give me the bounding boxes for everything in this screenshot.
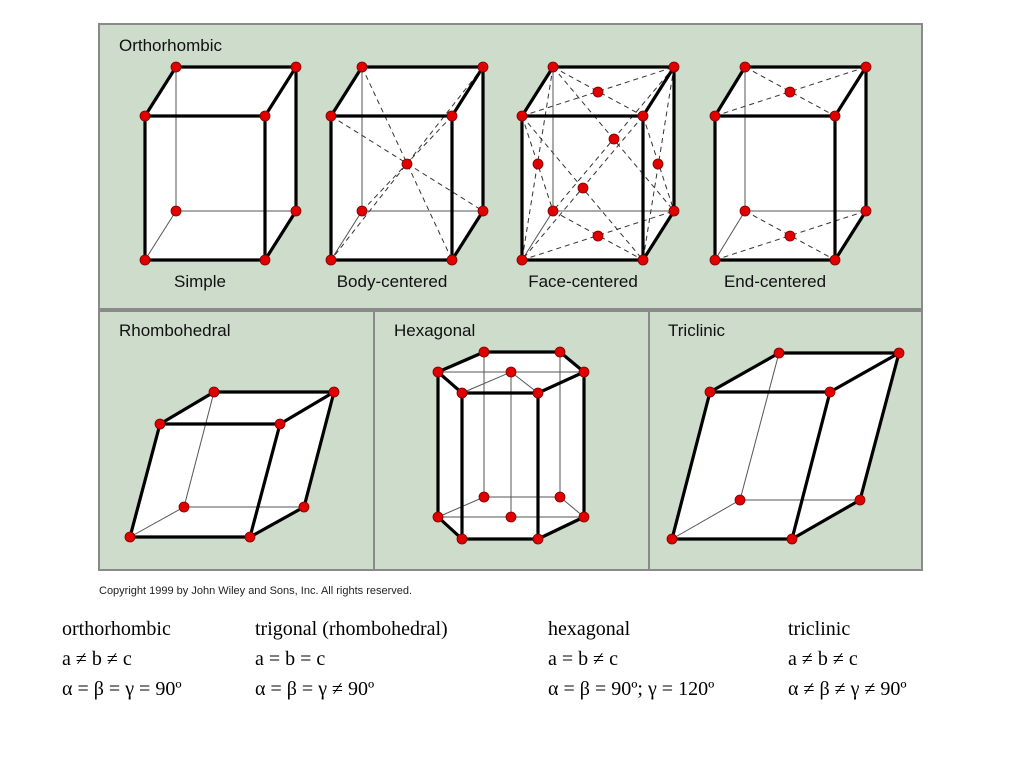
lattice-points-triclinic — [666, 347, 905, 545]
angles-relation: α ≠ β ≠ γ ≠ 90º — [788, 678, 907, 700]
system-name: hexagonal — [548, 618, 631, 640]
lattice-points-face-centered — [516, 61, 680, 266]
crystal-lattice-figure: Orthorhombic Simple — [98, 23, 923, 597]
params-orthorhombic: orthorhombic a ≠ b ≠ c α = β = γ = 90º — [62, 614, 182, 704]
lattice-points-rhombohedral — [124, 386, 340, 543]
lattice-points-end-centered — [709, 61, 872, 266]
label-end-centered: End-centered — [724, 272, 826, 291]
axes-relation: a = b ≠ c — [548, 648, 619, 670]
angles-relation: α = β = 90º; γ = 120º — [548, 678, 715, 700]
axes-relation: a ≠ b ≠ c — [788, 648, 858, 670]
copyright-notice: Copyright 1999 by John Wiley and Sons, I… — [99, 585, 412, 597]
cell-end-centered — [709, 61, 872, 266]
angles-relation: α = β = γ = 90º — [62, 678, 182, 700]
label-body-centered: Body-centered — [337, 272, 448, 291]
title-orthorhombic: Orthorhombic — [119, 36, 222, 55]
label-simple: Simple — [174, 272, 226, 291]
cell-simple — [139, 61, 302, 266]
params-triclinic: triclinic a ≠ b ≠ c α ≠ β ≠ γ ≠ 90º — [788, 614, 907, 704]
lattice-points-simple — [139, 61, 302, 266]
cell-face-centered — [516, 61, 680, 266]
axes-relation: a ≠ b ≠ c — [62, 648, 132, 670]
cell-triclinic — [666, 347, 905, 545]
system-name: orthorhombic — [62, 618, 171, 640]
system-name: trigonal (rhombohedral) — [255, 618, 448, 640]
angles-relation: α = β = γ ≠ 90º — [255, 678, 375, 700]
cell-hexagonal — [432, 346, 590, 545]
lattice-parameters: orthorhombic a ≠ b ≠ c α = β = γ = 90º t… — [0, 614, 1024, 714]
system-name: triclinic — [788, 618, 851, 640]
title-rhombohedral: Rhombohedral — [119, 321, 231, 340]
label-face-centered: Face-centered — [528, 272, 638, 291]
title-hexagonal: Hexagonal — [394, 321, 475, 340]
params-hexagonal: hexagonal a = b ≠ c α = β = 90º; γ = 120… — [548, 614, 714, 704]
lattice-points-hexagonal — [432, 346, 590, 545]
cell-body-centered — [325, 61, 489, 266]
lattice-points-body-centered — [325, 61, 489, 266]
title-triclinic: Triclinic — [668, 321, 725, 340]
axes-relation: a = b = c — [255, 648, 326, 670]
cell-rhombohedral — [124, 386, 340, 543]
params-trigonal: trigonal (rhombohedral) a = b = c α = β … — [255, 614, 448, 704]
